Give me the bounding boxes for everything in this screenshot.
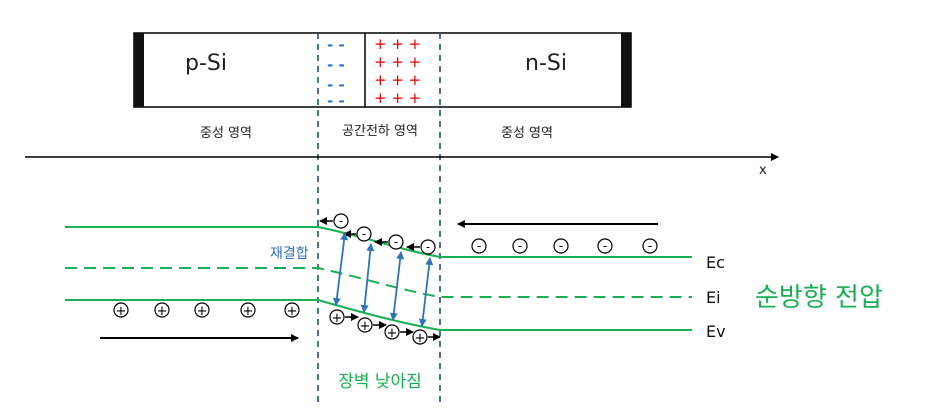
minus-charge-row: - - bbox=[327, 56, 345, 74]
moving-electron: - bbox=[319, 213, 349, 229]
device-body: p-Si n-Si - - - - - - - - + + + + + + + … bbox=[133, 32, 632, 110]
forward-bias-label: 순방향 전압 bbox=[755, 283, 883, 313]
space-charge-region-label: 공간전하 영역 bbox=[342, 124, 418, 139]
svg-text:+: + bbox=[415, 331, 426, 346]
p-si-label: p-Si bbox=[185, 51, 227, 76]
hole: + bbox=[154, 302, 170, 319]
depletion-electrons: - - - - bbox=[319, 213, 436, 255]
electron: - bbox=[471, 238, 487, 254]
recombination-arrows bbox=[332, 232, 434, 327]
plus-charge-row: + + + bbox=[374, 35, 421, 53]
depletion-positive-charges: + + + + + + + + + + + + bbox=[374, 35, 421, 107]
svg-text:+: + bbox=[360, 319, 371, 334]
plus-charge-row: + + + bbox=[374, 89, 421, 107]
svg-text:+: + bbox=[116, 304, 127, 319]
electron: - bbox=[553, 238, 569, 254]
recombination-arrow bbox=[418, 257, 434, 327]
svg-text:+: + bbox=[387, 326, 398, 341]
minus-charge-row: - - bbox=[327, 92, 345, 110]
svg-text:+: + bbox=[332, 311, 343, 326]
hole: + bbox=[284, 302, 300, 319]
moving-hole: + bbox=[329, 309, 359, 326]
moving-hole: + bbox=[412, 329, 441, 346]
ec-label: Ec bbox=[706, 253, 725, 272]
hole: + bbox=[113, 302, 129, 319]
svg-text:-: - bbox=[362, 227, 366, 241]
svg-text:+: + bbox=[243, 304, 254, 319]
svg-text:-: - bbox=[648, 239, 652, 253]
minus-charge-row: - - bbox=[327, 36, 345, 54]
moving-hole: + bbox=[384, 324, 414, 341]
ei-label: Ei bbox=[706, 288, 721, 307]
minus-charge-row: - - bbox=[327, 76, 345, 94]
svg-text:-: - bbox=[518, 239, 522, 253]
recombination-arrow bbox=[332, 232, 349, 306]
n-region-electrons: - - - - - bbox=[471, 238, 658, 254]
svg-text:+: + bbox=[157, 304, 168, 319]
device-outline bbox=[133, 32, 632, 108]
recombination-arrow bbox=[389, 251, 405, 321]
svg-text:-: - bbox=[603, 239, 607, 253]
moving-electron: - bbox=[343, 226, 372, 242]
moving-electron: - bbox=[374, 234, 404, 250]
depletion-negative-charges: - - - - - - - - bbox=[327, 36, 345, 110]
svg-text:-: - bbox=[339, 214, 343, 228]
svg-text:-: - bbox=[477, 239, 481, 253]
hole: + bbox=[240, 302, 256, 319]
electron: - bbox=[642, 238, 658, 254]
right-contact bbox=[621, 33, 631, 107]
ev-label: Ev bbox=[706, 322, 726, 341]
svg-text:+: + bbox=[197, 304, 208, 319]
svg-text:+: + bbox=[287, 304, 298, 319]
depletion-holes: + + + + bbox=[329, 309, 441, 346]
hole: + bbox=[194, 302, 210, 319]
recombination-label: 재결합 bbox=[270, 246, 309, 262]
right-neutral-region-label: 중성 영역 bbox=[501, 126, 553, 141]
x-axis-label: x bbox=[759, 163, 767, 178]
left-contact bbox=[134, 33, 144, 107]
n-si-label: n-Si bbox=[525, 51, 567, 76]
electron: - bbox=[512, 238, 528, 254]
plus-charge-row: + + + bbox=[374, 53, 421, 71]
svg-text:-: - bbox=[559, 239, 563, 253]
p-region-holes: + + + + + bbox=[113, 302, 300, 319]
recombination-arrow bbox=[360, 243, 375, 313]
svg-text:-: - bbox=[394, 235, 398, 249]
left-neutral-region-label: 중성 영역 bbox=[200, 126, 252, 141]
svg-text:-: - bbox=[426, 240, 430, 254]
moving-hole: + bbox=[357, 317, 387, 334]
intrinsic-level-line bbox=[65, 267, 692, 298]
barrier-lowering-label: 장벽 낮아짐 bbox=[338, 372, 422, 392]
electron: - bbox=[597, 238, 613, 254]
valence-band-line bbox=[65, 299, 692, 331]
plus-charge-row: + + + bbox=[374, 71, 421, 89]
moving-electron: - bbox=[406, 239, 436, 255]
